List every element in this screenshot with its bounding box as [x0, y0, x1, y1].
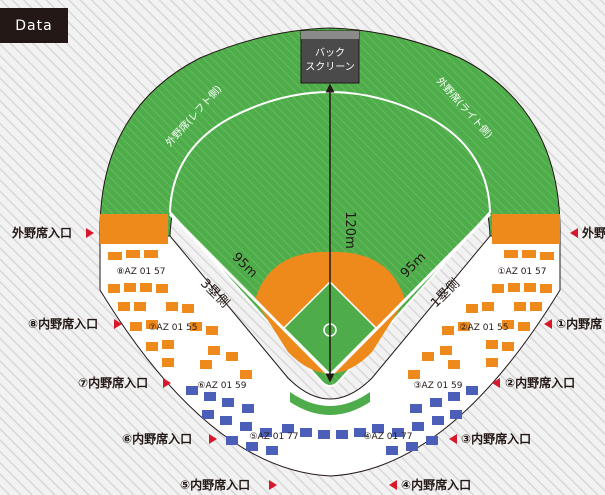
entrance-infield-4[interactable]: ④内野席入口 [389, 477, 471, 492]
entrance-infield-8[interactable]: ⑧内野席入口 [28, 316, 122, 331]
seat-code-2: ②AZ 01 55 [459, 323, 508, 333]
entrance-arrow-icon [492, 378, 500, 388]
entrance-infield-6-label: ⑥内野席入口 [122, 431, 192, 446]
seat-code-8: ⑧AZ 01 57 [116, 267, 165, 277]
entrance-outfield-right[interactable]: 外野 [570, 225, 605, 240]
back-screen-top [301, 31, 359, 39]
entrance-infield-4-label: ④内野席入口 [401, 477, 471, 492]
entrance-outfield-right-label: 外野 [582, 225, 605, 240]
outfield-stand-base-left [100, 214, 168, 244]
entrance-outfield-left-label: 外野席入口 [12, 225, 72, 240]
entrance-arrow-icon [389, 480, 397, 490]
entrance-infield-6[interactable]: ⑥内野席入口 [122, 431, 217, 446]
entrance-infield-1-label: ①内野席 [556, 316, 602, 331]
seat-code-4: ④AZ 01 77 [363, 432, 412, 442]
entrance-arrow-icon [209, 434, 217, 444]
back-screen-label-2: スクリーン [305, 61, 355, 73]
entrance-arrow-icon [570, 228, 578, 238]
foul-line-left [168, 212, 332, 378]
entrance-infield-1[interactable]: ①内野席 [544, 316, 602, 331]
seat-code-1: ①AZ 01 57 [497, 267, 546, 277]
entrance-infield-2-label: ②内野席入口 [505, 375, 575, 390]
entrance-arrow-icon [163, 378, 171, 388]
seat-code-3: ③AZ 01 59 [413, 381, 462, 391]
entrance-infield-3[interactable]: ③内野席入口 [449, 431, 531, 446]
seat-code-6: ⑥AZ 01 59 [197, 381, 246, 391]
home-area [290, 392, 370, 415]
entrance-infield-5-label: ⑤内野席入口 [180, 477, 250, 492]
seats-bottom-blue [186, 386, 478, 455]
entrance-arrow-icon [114, 319, 122, 329]
back-screen [300, 30, 360, 84]
seats-right-orange [408, 250, 554, 379]
back-screen-label-1: バック [315, 47, 345, 59]
entrance-infield-8-label: ⑧内野席入口 [28, 316, 98, 331]
entrance-outfield-left[interactable]: 外野席入口 [12, 225, 94, 240]
seat-code-7: ⑦AZ 01 55 [148, 323, 197, 333]
seat-code-5: ⑤AZ 01 77 [249, 432, 298, 442]
center-distance-label: 120m [342, 211, 357, 248]
entrance-arrow-icon [449, 434, 457, 444]
entrance-arrow-icon [86, 228, 94, 238]
entrance-arrow-icon [269, 480, 277, 490]
entrance-infield-7-label: ⑦内野席入口 [78, 375, 148, 390]
entrance-infield-5[interactable]: ⑤内野席入口 [180, 477, 277, 492]
seats-left-orange [108, 250, 252, 379]
entrance-infield-7[interactable]: ⑦内野席入口 [78, 375, 171, 390]
outfield-stand-base-right [492, 214, 560, 244]
entrance-infield-3-label: ③内野席入口 [461, 431, 531, 446]
data-tab[interactable]: Data [0, 8, 68, 43]
foul-line-right [328, 212, 492, 378]
entrance-infield-2[interactable]: ②内野席入口 [492, 375, 575, 390]
entrance-arrow-icon [544, 319, 552, 329]
